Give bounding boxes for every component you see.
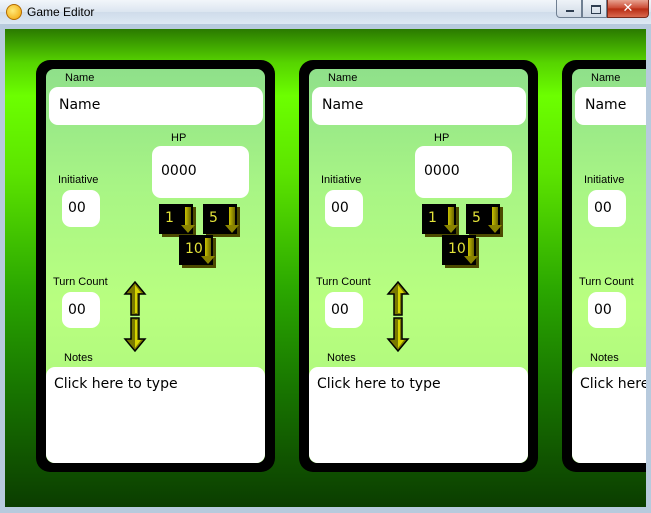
notes-label: Notes xyxy=(590,352,619,364)
name-label: Name xyxy=(328,72,358,84)
notes-field[interactable]: Click here to type xyxy=(46,367,265,463)
name-field[interactable]: Name xyxy=(312,87,526,125)
notes-label: Notes xyxy=(327,352,356,364)
hp-increment-10-button[interactable]: 10 xyxy=(442,235,478,265)
down-arrow-icon xyxy=(488,207,502,233)
name-field[interactable]: Name xyxy=(575,87,646,125)
character-card: Name Name HP 0000 Initiative 00 1 5 10 T… xyxy=(36,60,275,472)
initiative-field[interactable]: 00 xyxy=(588,190,626,227)
down-arrow-icon xyxy=(444,207,458,233)
turn-count-label: Turn Count xyxy=(316,276,371,288)
turn-count-label: Turn Count xyxy=(579,276,634,288)
minimize-icon xyxy=(566,10,574,12)
hp-increment-5-button[interactable]: 5 xyxy=(203,204,239,234)
maximize-button[interactable] xyxy=(582,0,607,18)
close-button[interactable]: ✕ xyxy=(607,0,649,18)
initiative-field[interactable]: 00 xyxy=(62,190,100,227)
turn-down-arrow-icon[interactable] xyxy=(386,316,410,352)
turn-up-arrow-icon[interactable] xyxy=(386,281,410,317)
name-label: Name xyxy=(591,72,621,84)
card-panel: Name Name HP 0000 Initiative 00 1 5 10 T… xyxy=(572,69,646,463)
app-icon xyxy=(6,4,22,20)
notes-field[interactable]: Click here to type xyxy=(309,367,528,463)
turn-count-field[interactable]: 00 xyxy=(325,292,363,328)
card-panel: Name Name HP 0000 Initiative 00 1 5 10 T… xyxy=(309,69,528,463)
maximize-icon xyxy=(591,5,601,14)
down-arrow-icon xyxy=(464,238,478,264)
down-arrow-icon xyxy=(181,207,195,233)
editor-area: Name Name HP 0000 Initiative 00 1 5 10 T… xyxy=(5,29,646,507)
notes-field[interactable]: Click here to type xyxy=(572,367,646,463)
close-icon: ✕ xyxy=(622,1,634,16)
initiative-label: Initiative xyxy=(321,174,362,186)
hp-field[interactable]: 0000 xyxy=(152,146,249,198)
hp-label: HP xyxy=(434,132,450,144)
turn-down-arrow-icon[interactable] xyxy=(123,316,147,352)
hp-increment-5-button[interactable]: 5 xyxy=(466,204,502,234)
turn-count-label: Turn Count xyxy=(53,276,108,288)
down-arrow-icon xyxy=(201,238,215,264)
turn-up-arrow-icon[interactable] xyxy=(123,281,147,317)
initiative-label: Initiative xyxy=(584,174,625,186)
initiative-field[interactable]: 00 xyxy=(325,190,363,227)
turn-count-field[interactable]: 00 xyxy=(588,292,626,328)
window-title: Game Editor xyxy=(27,5,95,19)
hp-field[interactable]: 0000 xyxy=(415,146,512,198)
card-panel: Name Name HP 0000 Initiative 00 1 5 10 T… xyxy=(46,69,265,463)
name-field[interactable]: Name xyxy=(49,87,263,125)
down-arrow-icon xyxy=(225,207,239,233)
initiative-label: Initiative xyxy=(58,174,99,186)
character-card: Name Name HP 0000 Initiative 00 1 5 10 T… xyxy=(299,60,538,472)
hp-increment-1-button[interactable]: 1 xyxy=(159,204,195,234)
notes-label: Notes xyxy=(64,352,93,364)
name-label: Name xyxy=(65,72,95,84)
title-bar[interactable]: Game Editor ✕ xyxy=(0,0,651,25)
character-card: Name Name HP 0000 Initiative 00 1 5 10 T… xyxy=(562,60,646,472)
minimize-button[interactable] xyxy=(556,0,582,18)
hp-increment-10-button[interactable]: 10 xyxy=(179,235,215,265)
turn-count-field[interactable]: 00 xyxy=(62,292,100,328)
hp-label: HP xyxy=(171,132,187,144)
hp-increment-1-button[interactable]: 1 xyxy=(422,204,458,234)
